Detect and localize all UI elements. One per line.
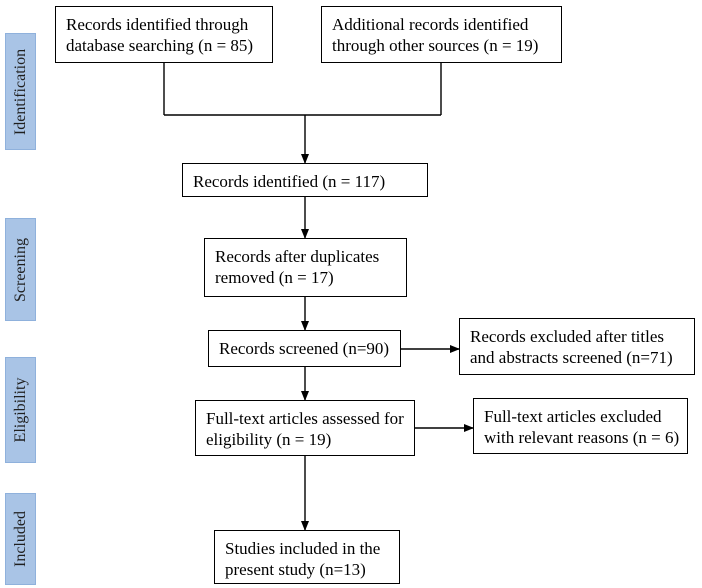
stage-label-eligibility: Eligibility: [11, 377, 29, 443]
box-fulltext-assessed-line1: Full-text articles assessed for: [206, 409, 404, 428]
box-studies-included-line2: present study (n=13): [225, 560, 366, 579]
stage-eligibility: Eligibility: [5, 357, 36, 463]
box-other-sources-line2: through other sources (n = 19): [332, 36, 539, 55]
stage-label-included: Included: [11, 511, 29, 567]
box-after-duplicates-line2: removed (n = 17): [215, 268, 334, 287]
box-database-searching-line1: Records identified through: [66, 15, 249, 34]
box-records-identified: Records identified (n = 117): [182, 163, 428, 197]
stage-label-screening: Screening: [11, 237, 29, 302]
box-database-searching-line2: database searching (n = 85): [66, 36, 254, 55]
box-other-sources-line1: Additional records identified: [332, 15, 529, 34]
box-after-duplicates: Records after duplicates removed (n = 17…: [204, 238, 407, 297]
box-fulltext-assessed-line2: eligibility (n = 19): [206, 430, 332, 449]
box-records-excluded-line1: Records excluded after titles: [470, 327, 665, 346]
box-records-screened-line1: Records screened (n=90): [219, 339, 390, 358]
box-records-screened: Records screened (n=90): [208, 330, 401, 367]
box-records-excluded: Records excluded after titles and abstra…: [459, 318, 695, 375]
stage-identification: Identification: [5, 33, 36, 150]
box-fulltext-excluded: Full-text articles excluded with relevan…: [473, 398, 688, 454]
box-database-searching: Records identified through database sear…: [55, 6, 273, 63]
box-fulltext-assessed: Full-text articles assessed for eligibil…: [195, 400, 415, 456]
box-other-sources: Additional records identified through ot…: [321, 6, 562, 63]
box-studies-included: Studies included in the present study (n…: [214, 530, 400, 584]
stage-label-identification: Identification: [11, 48, 29, 135]
box-fulltext-excluded-line1: Full-text articles excluded: [484, 407, 662, 426]
box-after-duplicates-line1: Records after duplicates: [215, 247, 380, 266]
stage-included: Included: [5, 493, 36, 585]
box-studies-included-line1: Studies included in the: [225, 539, 381, 558]
box-records-excluded-line2: and abstracts screened (n=71): [470, 348, 673, 367]
box-records-identified-line1: Records identified (n = 117): [193, 172, 386, 191]
box-fulltext-excluded-line2: with relevant reasons (n = 6): [484, 428, 680, 447]
stage-screening: Screening: [5, 218, 36, 321]
